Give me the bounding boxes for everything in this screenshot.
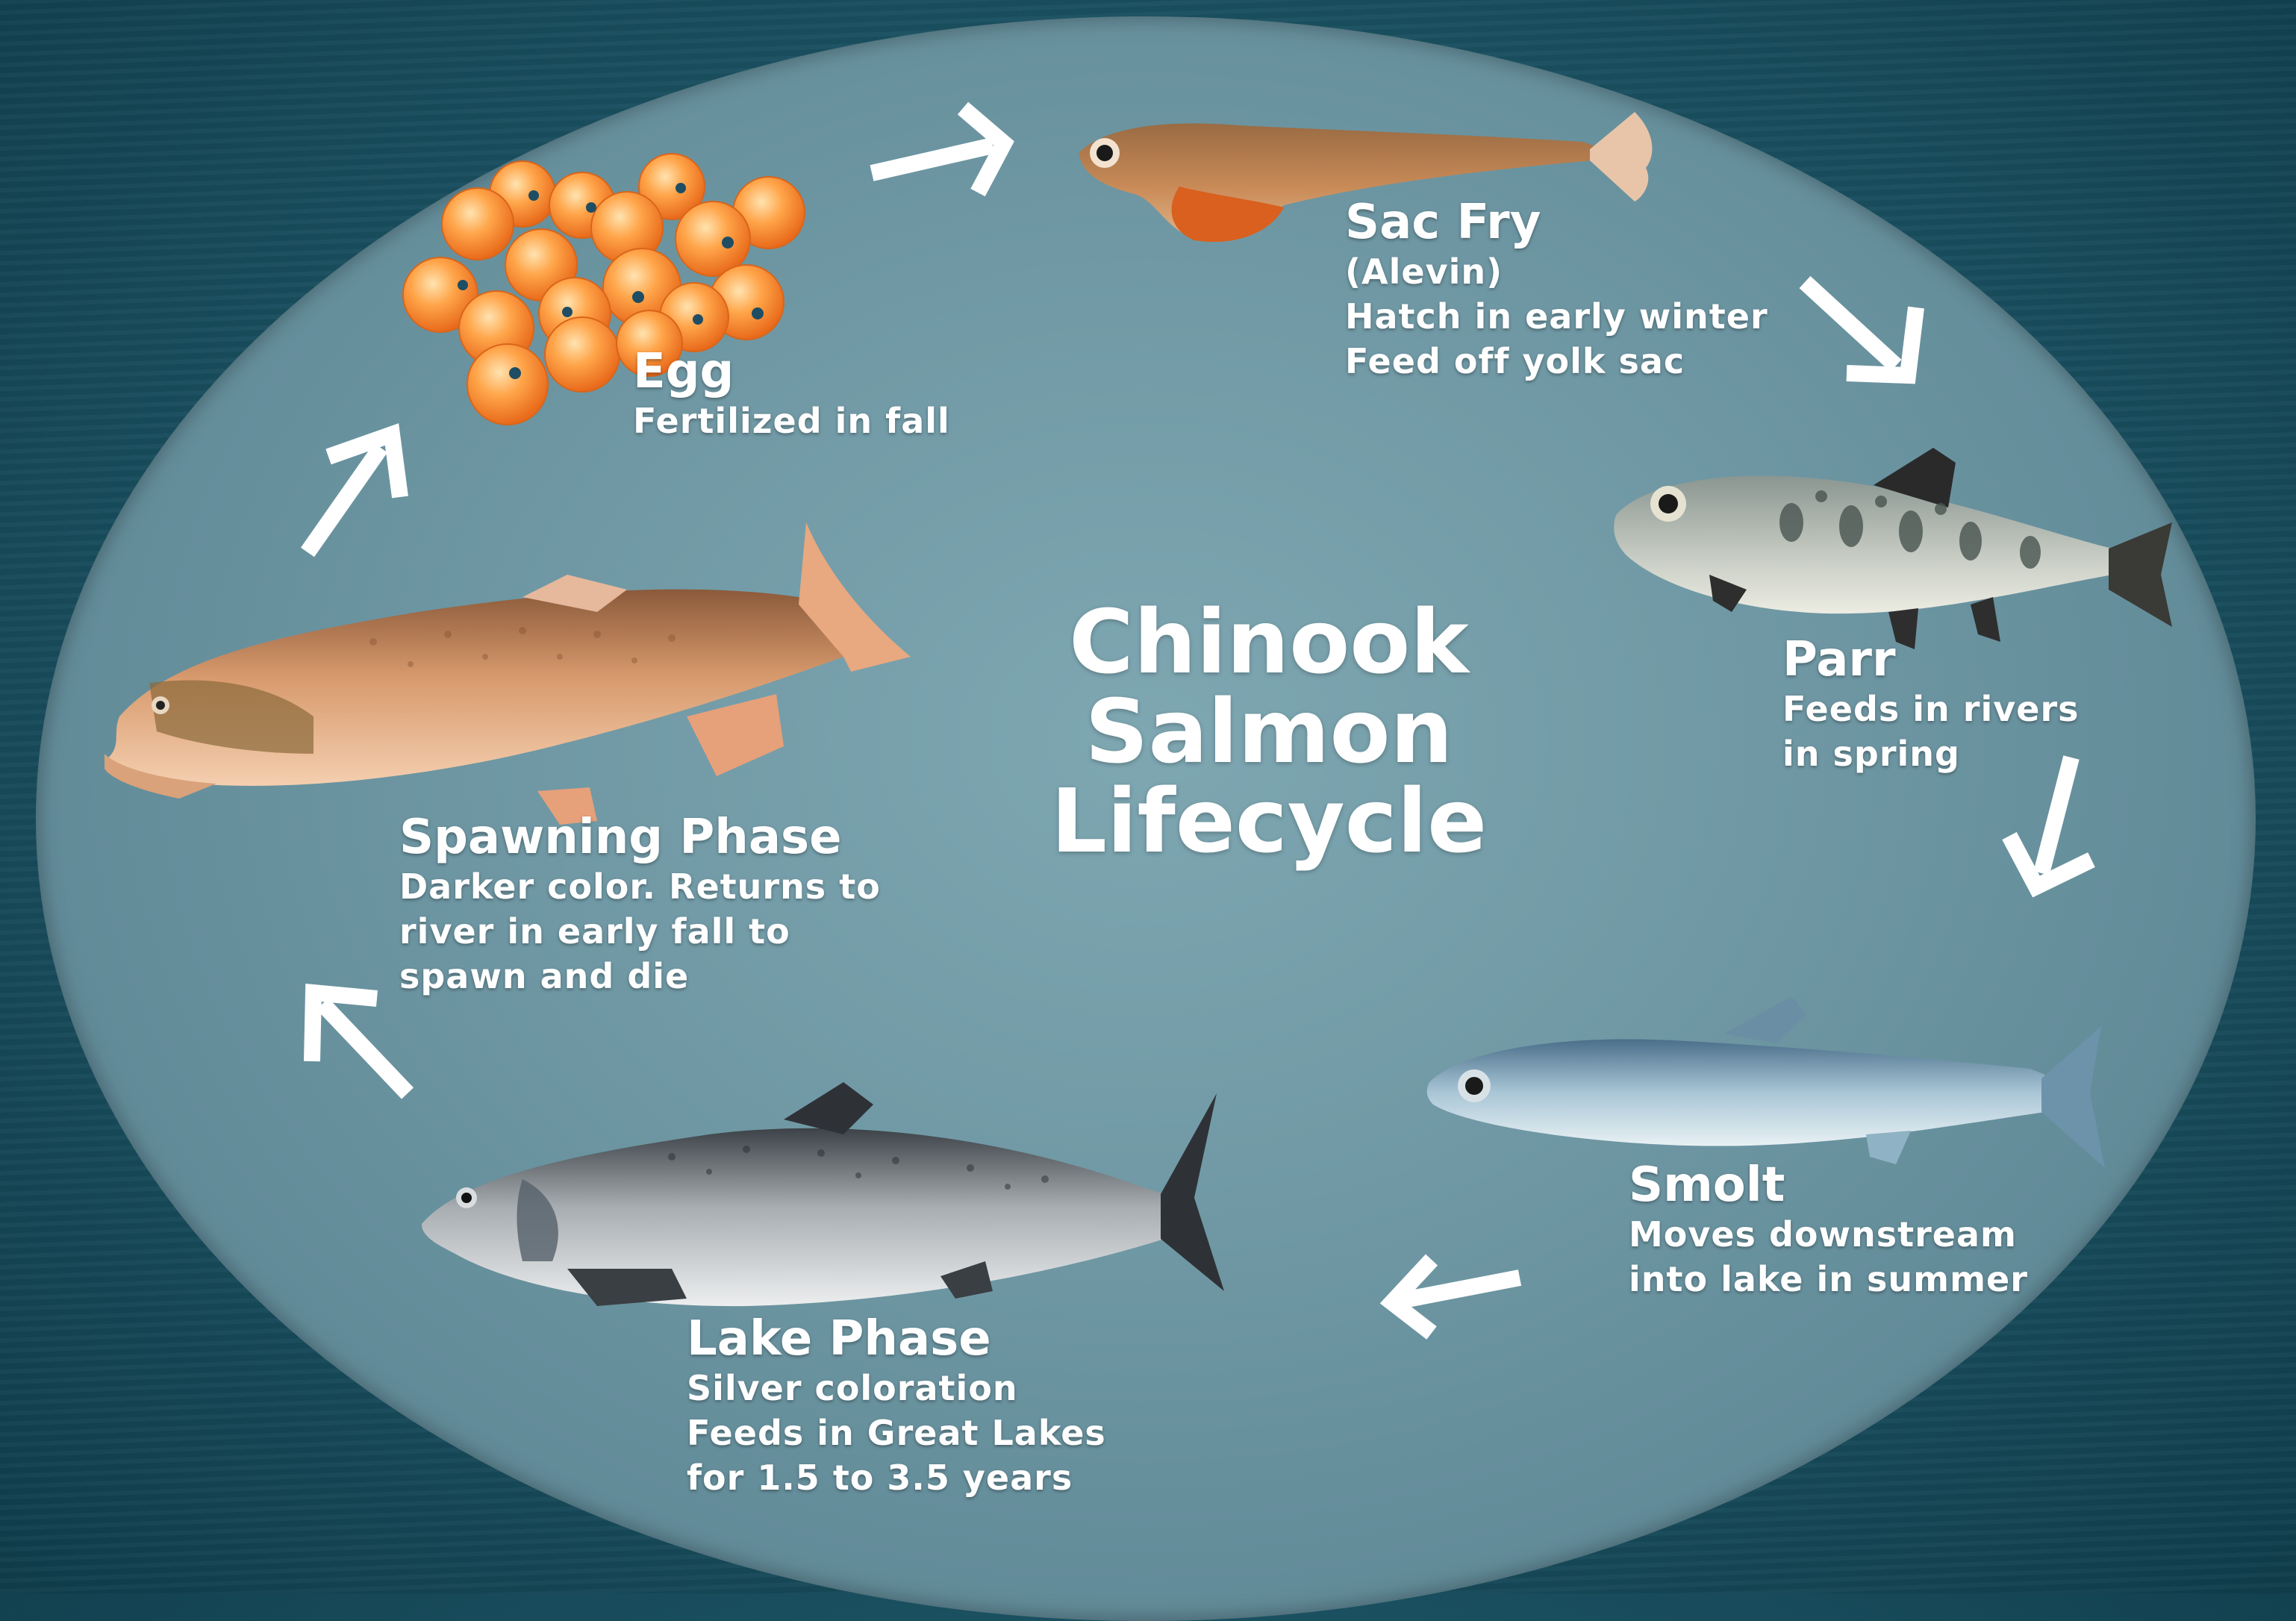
sac-fry-desc-2: Hatch in early winter <box>1345 294 1768 339</box>
title-line-2: Salmon <box>993 687 1545 776</box>
egg-desc-1: Fertilized in fall <box>633 399 950 443</box>
parr-name: Parr <box>1782 633 2080 687</box>
lake-phase-desc-2: Feeds in Great Lakes <box>687 1411 1106 1455</box>
spawning-phase-desc-1: Darker color. Returns to <box>399 864 881 909</box>
lake-phase-desc-1: Silver coloration <box>687 1366 1106 1411</box>
diagram-title: Chinook Salmon Lifecycle <box>993 597 1545 866</box>
egg-label: Egg Fertilized in fall <box>633 345 950 443</box>
lake-phase-name: Lake Phase <box>687 1312 1106 1366</box>
parr-desc-2: in spring <box>1782 731 2080 776</box>
arrow-spawn-to-egg <box>308 434 400 552</box>
smolt-desc-1: Moves downstream <box>1629 1212 2028 1257</box>
arrow-parr-to-smolt <box>2009 758 2091 887</box>
spawning-phase-image <box>104 522 911 825</box>
arrow-smolt-to-lake <box>1392 1260 1520 1333</box>
lake-phase-image <box>422 1082 1224 1306</box>
smolt-image <box>1427 996 2105 1168</box>
sac-fry-desc-3: Feed off yolk sac <box>1345 339 1768 384</box>
spawning-phase-desc-2: river in early fall to <box>399 909 881 954</box>
arrow-lake-to-spawn <box>312 993 408 1093</box>
spawning-phase-desc-3: spawn and die <box>399 954 881 999</box>
spawning-phase-label: Spawning Phase Darker color. Returns to … <box>399 810 881 999</box>
title-line-3: Lifecycle <box>993 776 1545 866</box>
spawning-phase-name: Spawning Phase <box>399 810 881 864</box>
title-line-1: Chinook <box>993 597 1545 687</box>
egg-name: Egg <box>633 345 950 399</box>
parr-image <box>1614 448 2172 649</box>
parr-label: Parr Feeds in rivers in spring <box>1782 633 2080 776</box>
sac-fry-name: Sac Fry <box>1345 196 1768 249</box>
lake-phase-desc-3: for 1.5 to 3.5 years <box>687 1455 1106 1500</box>
arrow-egg-to-fry <box>872 108 1004 193</box>
lake-phase-label: Lake Phase Silver coloration Feeds in Gr… <box>687 1312 1106 1500</box>
sac-fry-label: Sac Fry (Alevin) Hatch in early winter F… <box>1345 196 1768 384</box>
smolt-desc-2: into lake in summer <box>1629 1257 2028 1302</box>
parr-desc-1: Feeds in rivers <box>1782 687 2080 731</box>
smolt-name: Smolt <box>1629 1158 2028 1212</box>
arrow-fry-to-parr <box>1805 282 1916 375</box>
smolt-label: Smolt Moves downstream into lake in summ… <box>1629 1158 2028 1302</box>
sac-fry-desc-1: (Alevin) <box>1345 249 1768 294</box>
